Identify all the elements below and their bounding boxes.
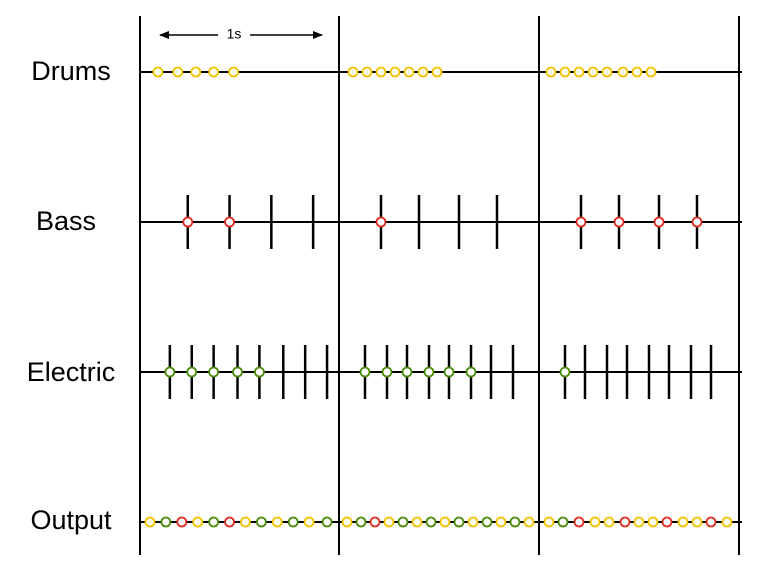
- drums-note-marker: [152, 66, 164, 78]
- output-note-marker: [341, 516, 353, 528]
- output-note-marker: [523, 516, 535, 528]
- output-note-marker: [255, 516, 267, 528]
- output-note-marker: [383, 516, 395, 528]
- output-note-marker: [287, 516, 299, 528]
- track-label-bass: Bass: [36, 206, 96, 236]
- drums-note-marker: [228, 66, 239, 78]
- output-note-marker: [144, 516, 156, 528]
- time-scale-indicator: 1s: [159, 26, 323, 42]
- output-note-marker: [192, 516, 204, 528]
- track-label-drums: Drums: [31, 56, 111, 86]
- drums-note-marker: [403, 66, 415, 78]
- drums-note-marker: [573, 66, 585, 78]
- output-note-marker: [633, 516, 645, 528]
- output-note-marker: [603, 516, 615, 528]
- electric-note-marker: [443, 366, 455, 378]
- output-note-marker: [271, 516, 283, 528]
- output-note-marker: [543, 516, 555, 528]
- drums-note-marker: [190, 66, 202, 78]
- drums-note-marker: [587, 66, 599, 78]
- output-note-marker: [411, 516, 423, 528]
- output-note-marker: [303, 516, 315, 528]
- output-note-marker: [481, 516, 493, 528]
- bass-note-marker: [691, 216, 703, 228]
- output-note-marker: [176, 516, 188, 528]
- output-note-marker: [647, 516, 659, 528]
- electric-note-marker: [381, 366, 393, 378]
- electric-note-marker: [186, 366, 198, 378]
- output-note-marker: [321, 516, 333, 528]
- bass-note-marker: [653, 216, 665, 228]
- output-note-marker: [439, 516, 451, 528]
- drums-note-marker: [361, 66, 373, 78]
- electric-note-marker: [423, 366, 435, 378]
- drums-note-marker: [617, 66, 629, 78]
- output-note-marker: [557, 516, 569, 528]
- track-label-output: Output: [30, 505, 112, 535]
- output-note-marker: [705, 516, 717, 528]
- electric-note-marker: [253, 366, 265, 378]
- output-note-marker: [589, 516, 601, 528]
- output-note-marker: [453, 516, 465, 528]
- drums-note-marker: [389, 66, 401, 78]
- electric-note-marker: [232, 366, 243, 378]
- bass-note-marker: [375, 216, 387, 228]
- bass-note-marker: [613, 216, 625, 228]
- electric-note-marker: [401, 366, 413, 378]
- timeline-marks: [139, 16, 742, 555]
- drums-note-marker: [431, 66, 443, 78]
- output-note-marker: [677, 516, 689, 528]
- electric-note-marker: [559, 366, 571, 378]
- electric-note-marker: [164, 366, 176, 378]
- electric-note-marker: [465, 366, 477, 378]
- output-note-marker: [619, 516, 631, 528]
- drums-note-marker: [172, 66, 184, 78]
- output-note-marker: [397, 516, 409, 528]
- drums-note-marker: [375, 66, 387, 78]
- bass-note-marker: [575, 216, 587, 228]
- electric-note-marker: [208, 366, 220, 378]
- output-note-marker: [573, 516, 585, 528]
- electric-note-marker: [359, 366, 371, 378]
- output-note-marker: [240, 516, 251, 528]
- output-note-marker: [160, 516, 172, 528]
- output-note-marker: [509, 516, 521, 528]
- output-note-marker: [355, 516, 367, 528]
- output-note-marker: [369, 516, 381, 528]
- bass-note-marker: [182, 216, 194, 228]
- drums-note-marker: [631, 66, 643, 78]
- bass-note-marker: [224, 216, 235, 228]
- drums-note-marker: [208, 66, 220, 78]
- drums-note-marker: [601, 66, 613, 78]
- time-scale-label: 1s: [227, 26, 242, 42]
- output-note-marker: [721, 516, 733, 528]
- drums-note-marker: [645, 66, 657, 78]
- track-label-electric: Electric: [27, 357, 116, 387]
- output-note-marker: [467, 516, 479, 528]
- output-note-marker: [425, 516, 437, 528]
- drums-note-marker: [559, 66, 571, 78]
- output-note-marker: [224, 516, 235, 528]
- output-note-marker: [661, 516, 673, 528]
- output-note-marker: [691, 516, 703, 528]
- output-note-marker: [495, 516, 507, 528]
- drums-note-marker: [545, 66, 557, 78]
- drums-note-marker: [417, 66, 429, 78]
- output-note-marker: [208, 516, 220, 528]
- drums-note-marker: [347, 66, 359, 78]
